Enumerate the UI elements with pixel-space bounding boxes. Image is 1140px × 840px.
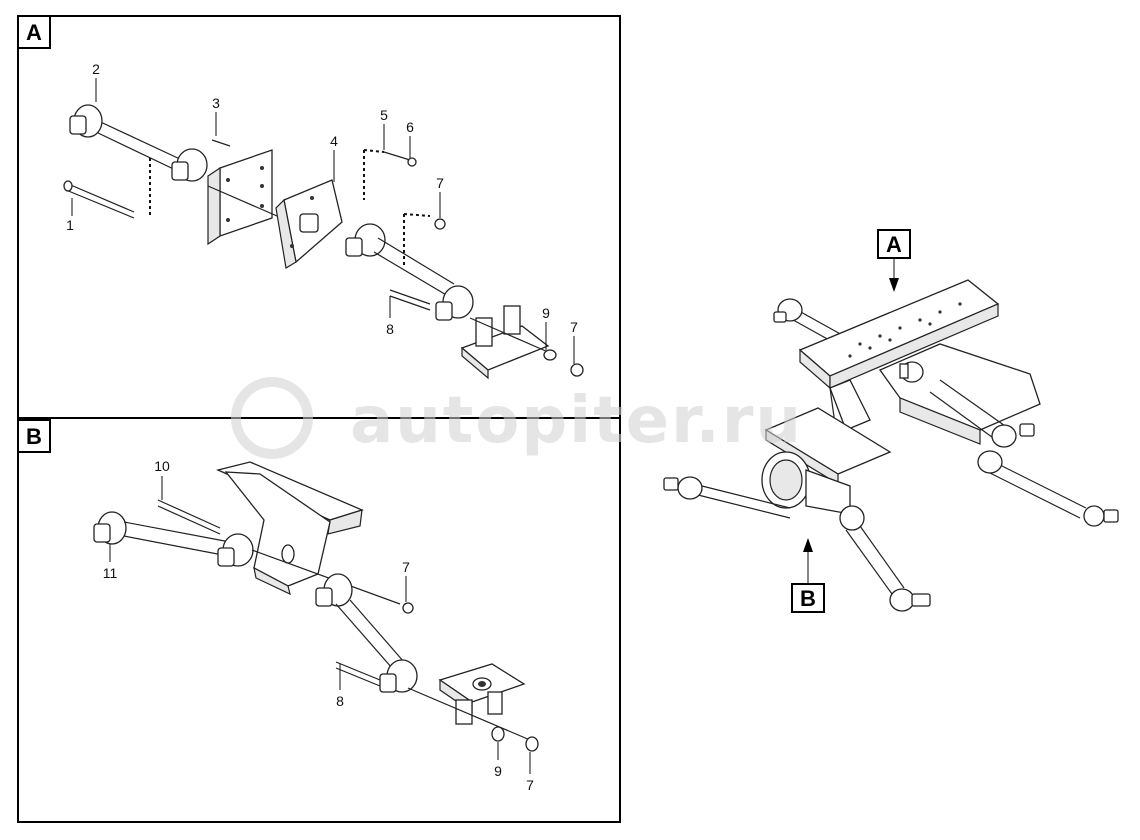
callout-a-9: 9 — [542, 305, 550, 321]
torque-rod-b-upper — [93, 511, 254, 567]
callout-a-7-upper: 7 — [436, 175, 444, 191]
bracket — [275, 179, 343, 269]
callout-b-10: 10 — [154, 458, 170, 474]
panel-a-label: A — [17, 15, 51, 49]
callout-a-1: 1 — [66, 217, 74, 233]
callout-b-7-lower: 7 — [526, 777, 534, 793]
callout-b-11: 11 — [103, 565, 118, 581]
axle-bracket — [460, 305, 550, 380]
callout-a-7-lower: 7 — [570, 319, 578, 335]
panel-b-drawing — [93, 461, 539, 752]
torque-rod-b-lower — [315, 573, 418, 693]
overview-tag-a: A — [877, 229, 911, 292]
callout-a-5: 5 — [380, 107, 388, 123]
svg-text:A: A — [886, 232, 902, 257]
torque-rod-lower — [345, 223, 474, 321]
svg-text:autopiter.ru: autopiter.ru — [350, 384, 803, 458]
panel-b-callouts: 10 11 7 8 9 7 — [103, 458, 534, 793]
callout-a-4: 4 — [330, 133, 338, 149]
panel-a-drawing — [63, 104, 584, 380]
svg-text:B: B — [800, 586, 816, 611]
axle-bracket-b — [438, 663, 526, 725]
callout-a-2: 2 — [92, 61, 100, 77]
bolt-long — [63, 180, 135, 219]
callout-b-7-upper: 7 — [402, 559, 410, 575]
svg-text:A: A — [26, 20, 42, 45]
callout-a-3: 3 — [212, 95, 220, 111]
overview-tag-b: B — [791, 538, 825, 613]
spring-seat-bracket — [216, 461, 364, 596]
torque-rod-upper — [69, 104, 208, 182]
overview-assembly — [663, 279, 1119, 612]
svg-text:B: B — [26, 424, 42, 449]
panel-a-callouts: 1 2 3 4 5 6 7 7 8 9 — [66, 61, 578, 364]
watermark: autopiter.ru — [231, 377, 803, 459]
callout-a-6: 6 — [406, 119, 414, 135]
callout-a-8: 8 — [386, 321, 394, 337]
callout-b-9: 9 — [494, 763, 502, 779]
panel-b-label: B — [17, 419, 51, 453]
callout-b-8: 8 — [336, 693, 344, 709]
mounting-plate — [207, 149, 273, 246]
